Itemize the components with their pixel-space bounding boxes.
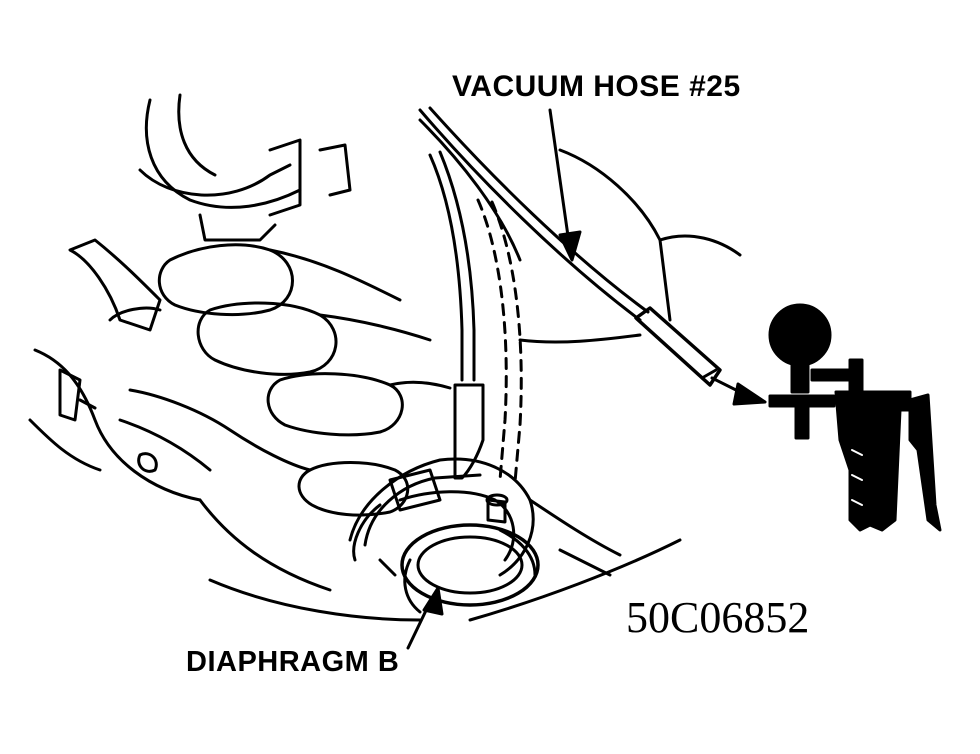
vacuum-hose-arrow-line: [548, 108, 572, 252]
figure-code: 50C06852: [626, 593, 810, 642]
pump-grip-texture: [851, 449, 863, 506]
vacuum-pump: [768, 303, 942, 532]
leader-arrows: [406, 108, 767, 650]
vacuum-hose-label: VACUUM HOSE #25: [452, 70, 741, 103]
hose-to-pump-arrowhead: [732, 382, 767, 406]
vacuum-hose-arrowhead: [558, 230, 582, 262]
diaphragm-label: DIAPHRAGM B: [186, 646, 400, 678]
diaphragm-b-assembly: [348, 457, 540, 614]
diaphragm-hose: [428, 150, 523, 484]
plug-wire-boots: [68, 238, 452, 517]
diaphragm-arrowhead: [422, 586, 444, 616]
engine-background: [28, 93, 742, 622]
vacuum-hose-25: [418, 106, 722, 387]
vacuum-gauge: [768, 303, 832, 367]
